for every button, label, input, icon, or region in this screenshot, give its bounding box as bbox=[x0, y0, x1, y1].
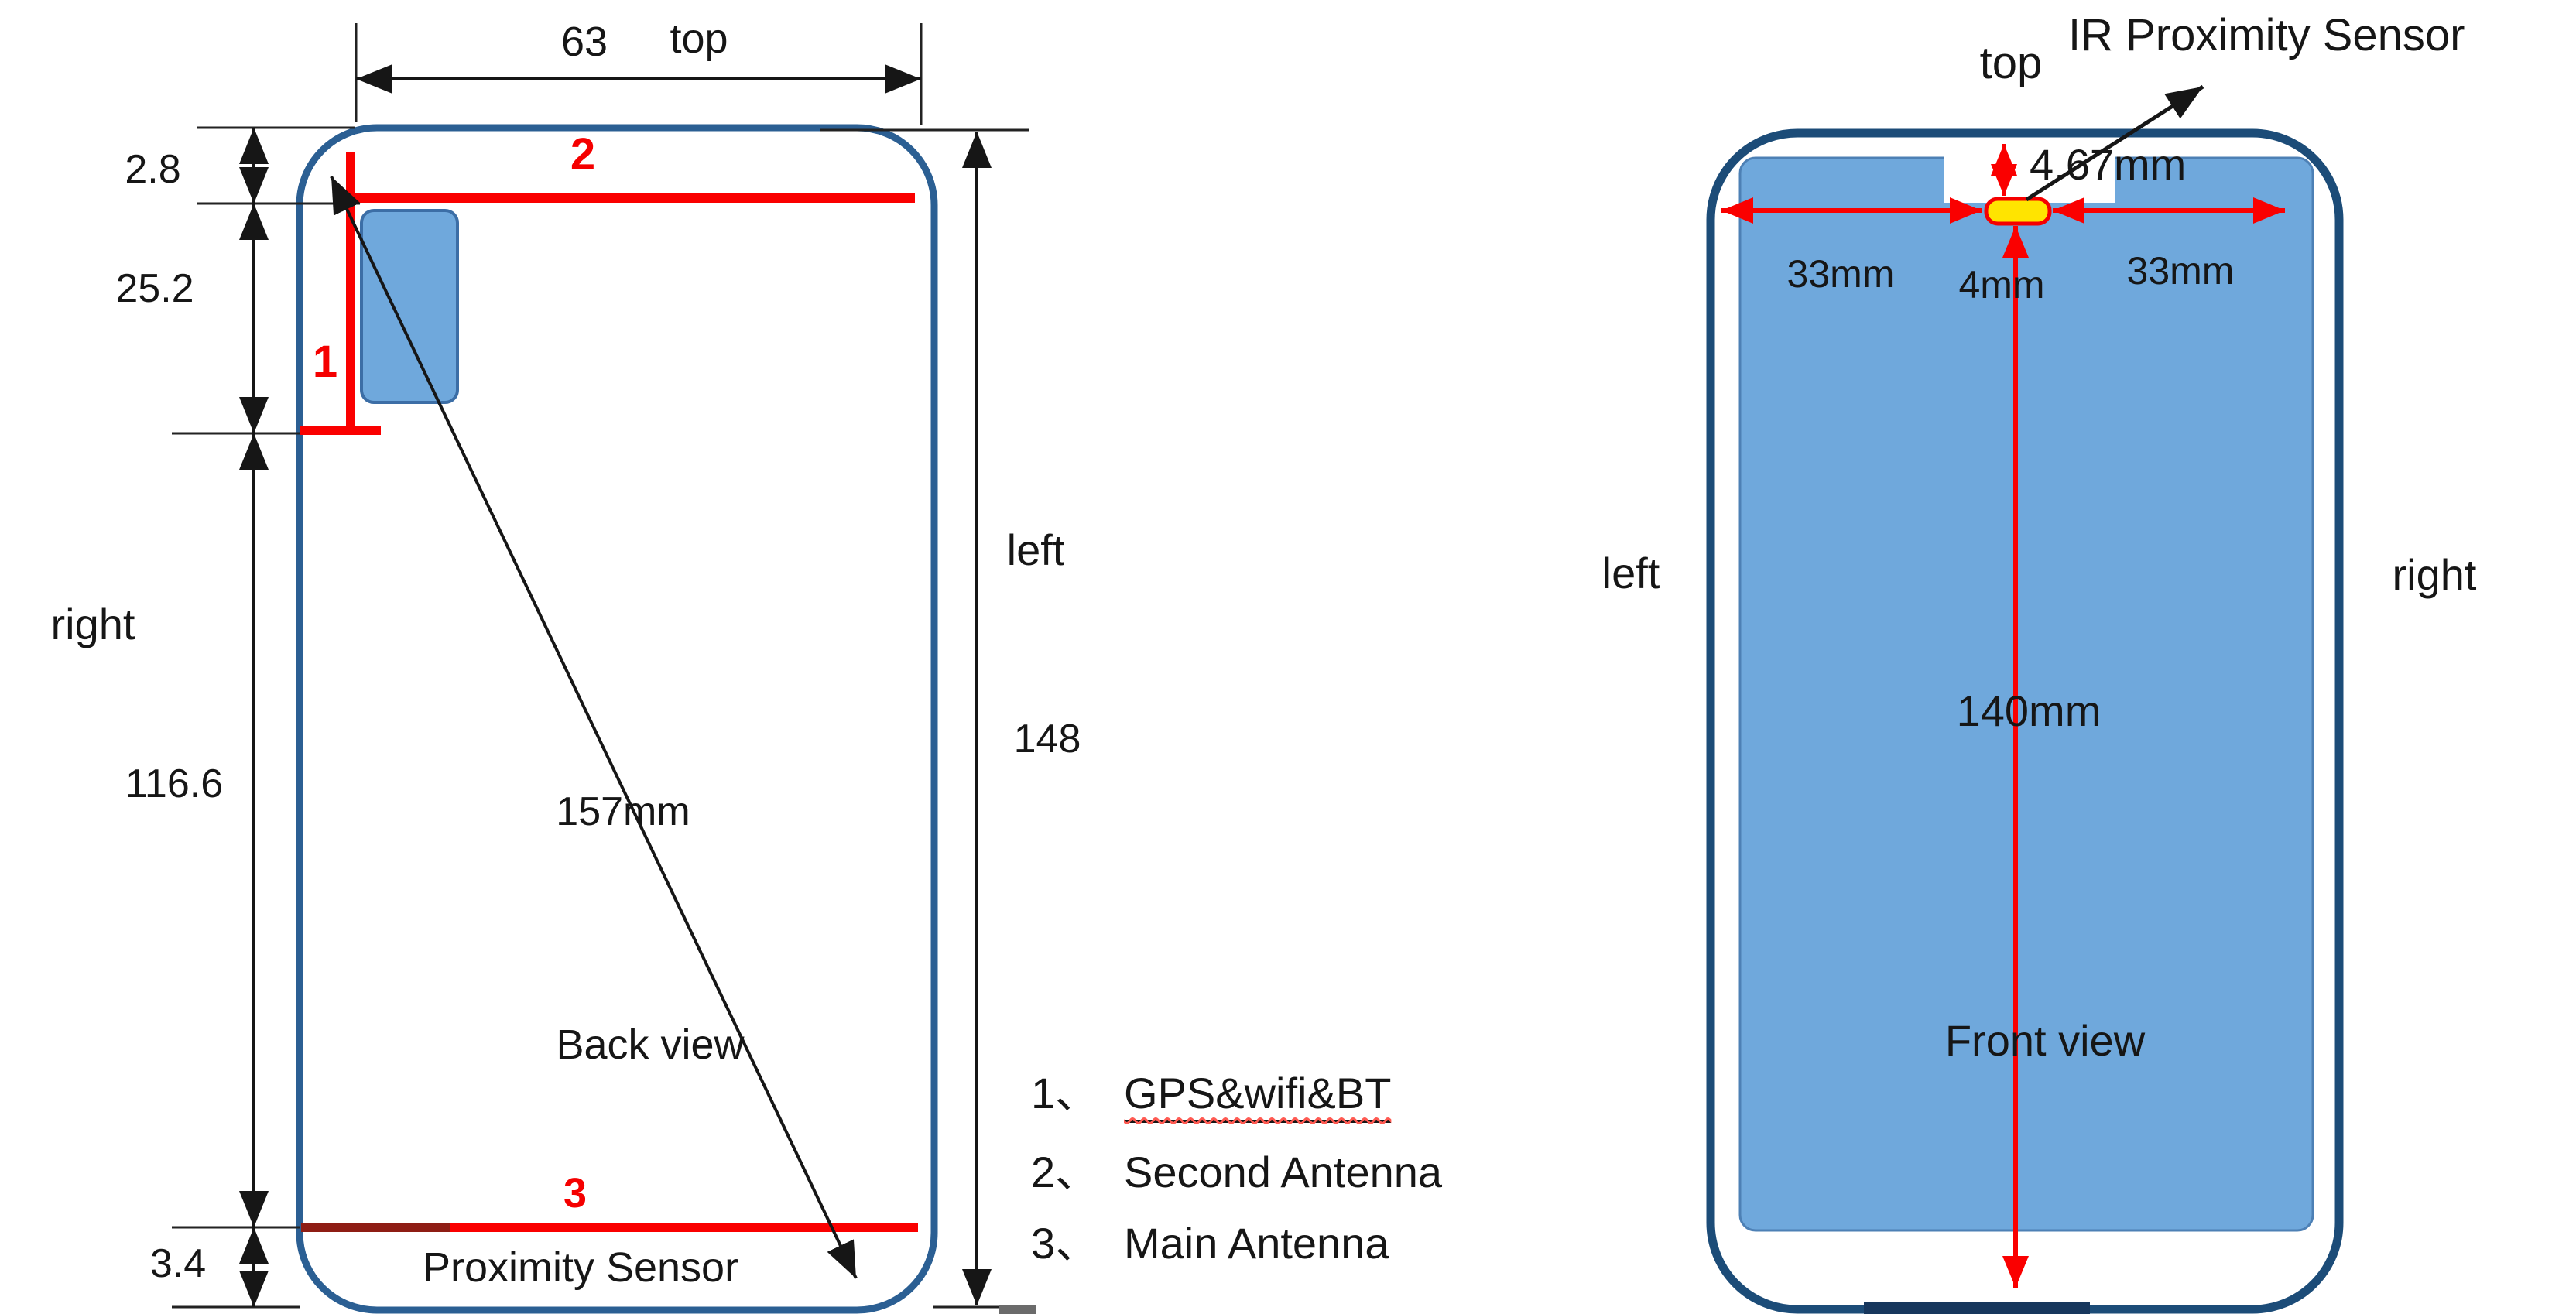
legend-num-3: 3、 bbox=[1031, 1219, 1099, 1268]
legend-item-gps: 1、 GPS&wifi&BT bbox=[1031, 1059, 1392, 1123]
screen-notch bbox=[1944, 149, 2115, 203]
front-top-side-label: top bbox=[1979, 38, 2043, 88]
legend-item-second-antenna: 2、 Second Antenna bbox=[1031, 1138, 1442, 1200]
front-view-title: Front view bbox=[1944, 1016, 2146, 1065]
antenna2-marker: 2 bbox=[570, 129, 596, 180]
back-top-side-label: top bbox=[670, 15, 728, 62]
back-top-width-label: 63 bbox=[560, 19, 608, 65]
front-bottom-bar bbox=[1864, 1302, 2090, 1314]
dim-157-diagonal bbox=[330, 176, 858, 1279]
legend-label-second-antenna: Second Antenna bbox=[1124, 1148, 1443, 1196]
ir-callout-arrow bbox=[2025, 84, 2204, 202]
back-side-left-label: left bbox=[1006, 525, 1065, 574]
back-bottom-offset-label: 3.4 bbox=[149, 1241, 207, 1286]
legend-label-main-antenna: Main Antenna bbox=[1124, 1219, 1389, 1268]
front-sensor-offset-label: 4.67mm bbox=[2030, 140, 2187, 189]
legend-num-2: 2、 bbox=[1031, 1148, 1099, 1196]
bottom-edge-fragment bbox=[999, 1305, 1036, 1314]
back-side-right-label: right bbox=[50, 600, 135, 648]
back-diagonal-label: 157mm bbox=[556, 789, 690, 834]
back-body-height-label: 148 bbox=[1013, 717, 1081, 761]
front-side-right-label: right bbox=[2392, 550, 2477, 599]
front-left-span-label: 33mm bbox=[1786, 252, 1895, 296]
front-screen-height-label: 140mm bbox=[1956, 686, 2102, 735]
back-view-title: Back view bbox=[556, 1021, 745, 1068]
back-offset-top-label: 2.8 bbox=[125, 147, 181, 192]
front-right-span-label: 33mm bbox=[2126, 249, 2235, 293]
back-proximity-label: Proximity Sensor bbox=[422, 1244, 739, 1291]
antenna1-marker: 1 bbox=[312, 337, 338, 387]
gps-module-block bbox=[360, 209, 459, 404]
ir-proximity-sensor bbox=[1984, 197, 2052, 226]
legend-label-gps: GPS&wifi&BT bbox=[1124, 1068, 1392, 1123]
front-ir-sensor-label: IR Proximity Sensor bbox=[2068, 10, 2465, 60]
front-sensor-width-label: 4mm bbox=[1958, 263, 2045, 306]
front-side-left-label: left bbox=[1601, 549, 1660, 597]
back-lower-height-label: 116.6 bbox=[125, 761, 224, 806]
antenna3-marker: 3 bbox=[563, 1170, 587, 1216]
back-gps-height-label: 25.2 bbox=[115, 266, 194, 311]
legend-item-main-antenna: 3、 Main Antenna bbox=[1031, 1209, 1389, 1271]
legend-num-1: 1、 bbox=[1031, 1069, 1099, 1117]
